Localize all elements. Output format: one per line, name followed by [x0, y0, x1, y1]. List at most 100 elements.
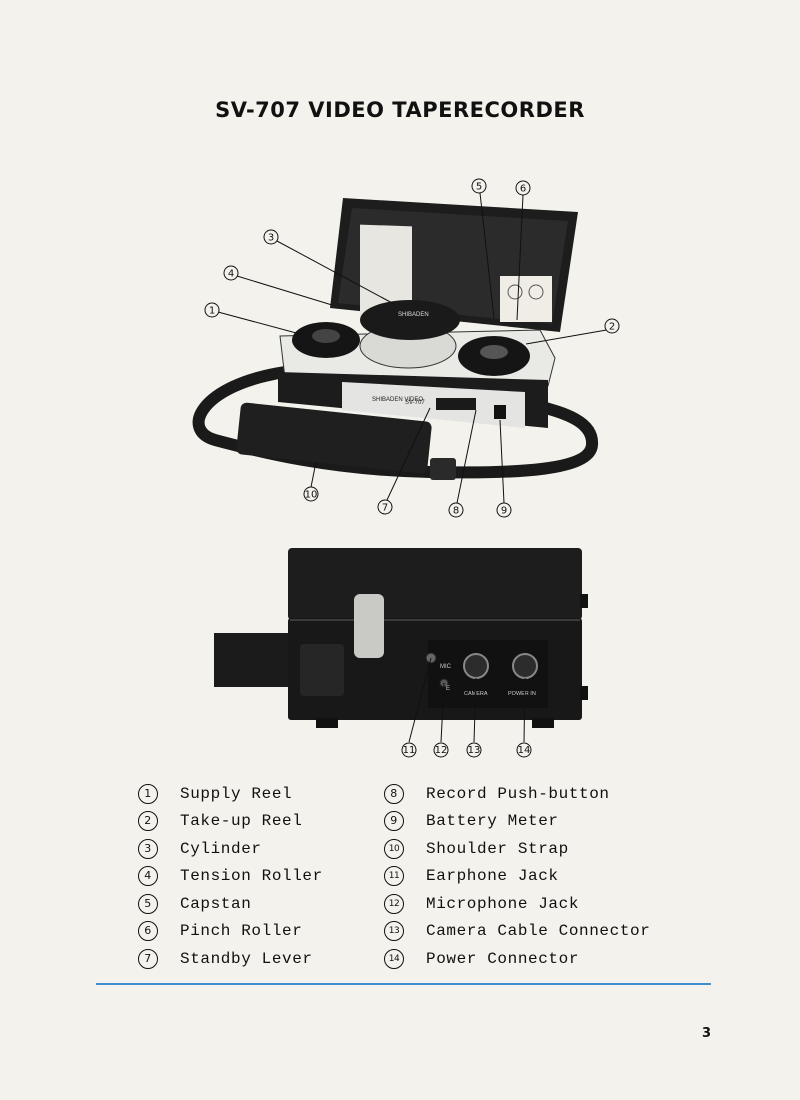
legend-label: Record Push-button: [426, 784, 610, 803]
legend-number: 10: [384, 838, 404, 859]
legend-item: 1 Supply Reel: [138, 780, 323, 808]
lid-card: [360, 224, 412, 319]
svg-text:3: 3: [268, 233, 274, 244]
legend-label: Battery Meter: [426, 812, 559, 831]
legend-number: 14: [384, 948, 404, 969]
legend-item: 9 Battery Meter: [384, 808, 650, 836]
svg-text:2: 2: [609, 322, 615, 333]
svg-text:4: 4: [228, 269, 234, 280]
record-button: [436, 398, 476, 410]
callout-12: 12: [433, 742, 449, 758]
callout-2: 2: [604, 318, 620, 334]
svg-text:14: 14: [518, 745, 531, 756]
svg-text:11: 11: [403, 745, 416, 756]
legend-number: 5: [138, 893, 158, 914]
legend-label: Take-up Reel: [180, 812, 303, 831]
label-mic: MIC: [440, 664, 452, 670]
callout-9: 9: [496, 502, 512, 518]
callout-10: 10: [303, 486, 319, 502]
legend-label: Standby Lever: [180, 949, 313, 968]
callout-leaders-bottom: [408, 657, 526, 743]
legend-number: 7: [138, 948, 158, 969]
legend-number: 9: [384, 811, 404, 832]
svg-text:5: 5: [476, 182, 482, 193]
legend-item: 14 Power Connector: [384, 945, 650, 973]
label-earphone: E: [446, 686, 450, 692]
page-number: 3: [702, 1026, 712, 1041]
front-plate: [342, 382, 525, 428]
callout-11: 11: [401, 742, 417, 758]
legend-number: 8: [384, 783, 404, 804]
callout-3: 3: [263, 229, 279, 245]
callouts-top: 1 2 3 4 5 6 7 8 9 10: [204, 178, 620, 518]
legend-label: Cylinder: [180, 839, 262, 858]
legend-item: 5 Capstan: [138, 890, 323, 918]
legend-number: 1: [138, 783, 158, 804]
legend-label: Shoulder Strap: [426, 839, 569, 858]
power-connector: [512, 653, 538, 679]
foot-right: [532, 718, 554, 728]
top-device-photo: SHIBADEN VIDEO SV-707 SHIBADEN 1 2: [192, 178, 620, 518]
legend-item: 4 Tension Roller: [138, 863, 323, 891]
case-lid: [288, 548, 582, 620]
callout-leaders: [217, 192, 619, 504]
callout-6: 6: [515, 180, 531, 196]
legend-item: 8 Record Push-button: [384, 780, 650, 808]
side-knob-bottom: [580, 686, 588, 700]
legend-label: Pinch Roller: [180, 922, 303, 941]
strap-buckle-side: [300, 644, 344, 696]
legend-label: Tension Roller: [180, 867, 323, 886]
callout-13: 13: [466, 742, 482, 758]
svg-text:10: 10: [305, 490, 318, 501]
legend-label: Camera Cable Connector: [426, 922, 651, 941]
legend-number: 12: [384, 893, 404, 914]
svg-text:6: 6: [520, 184, 526, 195]
strap-buckle: [430, 458, 456, 480]
legend-label: Power Connector: [426, 949, 580, 968]
legend-item: 12 Microphone Jack: [384, 890, 650, 918]
side-knob-top: [580, 594, 588, 608]
legend-item: 13 Camera Cable Connector: [384, 918, 650, 946]
legend-left-column: 1 Supply Reel 2 Take-up Reel 3 Cylinder 4 Te…: [138, 780, 323, 973]
legend-label: Supply Reel: [180, 784, 293, 803]
camera-connector: [463, 653, 489, 679]
legend-number: 11: [384, 866, 404, 887]
legend-right-column: 8 Record Push-button 9 Battery Meter 10 Sho…: [384, 780, 650, 973]
legend-label: Capstan: [180, 894, 252, 913]
legend-item: 3 Cylinder: [138, 835, 323, 863]
callout-7: 7: [377, 499, 393, 515]
bottom-device-photo: MIC E CAMERA POWER IN 11 12 13 14: [214, 548, 588, 758]
page-title: SV-707 VIDEO TAPERECORDER: [215, 98, 585, 122]
legend-item: 2 Take-up Reel: [138, 808, 323, 836]
legend-item: 10 Shoulder Strap: [384, 835, 650, 863]
legend-number: 13: [384, 921, 404, 942]
front-model: SV-707: [405, 400, 425, 406]
front-brand: SHIBADEN VIDEO: [372, 397, 423, 403]
legend-item: 7 Standby Lever: [138, 945, 323, 973]
callouts-bottom: 11 12 13 14: [401, 742, 532, 758]
svg-text:7: 7: [382, 503, 388, 514]
foot-left: [316, 718, 338, 728]
strap-stub: [214, 633, 298, 687]
label-power: POWER IN: [508, 691, 536, 697]
svg-text:1: 1: [209, 306, 215, 317]
threading-diagram: [500, 276, 552, 322]
legend-number: 4: [138, 866, 158, 887]
callout-1: 1: [204, 302, 220, 318]
legend-number: 3: [138, 838, 158, 859]
legend-number: 2: [138, 811, 158, 832]
svg-text:8: 8: [453, 506, 459, 517]
battery-meter: [494, 405, 506, 419]
callout-5: 5: [471, 178, 487, 194]
svg-text:12: 12: [435, 745, 448, 756]
lid-brand: SHIBADEN: [398, 312, 429, 318]
callout-4: 4: [223, 265, 239, 281]
handle-clip: [354, 594, 384, 658]
legend-label: Microphone Jack: [426, 894, 580, 913]
divider-rule: [96, 983, 711, 985]
callout-14: 14: [516, 742, 532, 758]
strap-pad: [236, 402, 432, 474]
callout-8: 8: [448, 502, 464, 518]
